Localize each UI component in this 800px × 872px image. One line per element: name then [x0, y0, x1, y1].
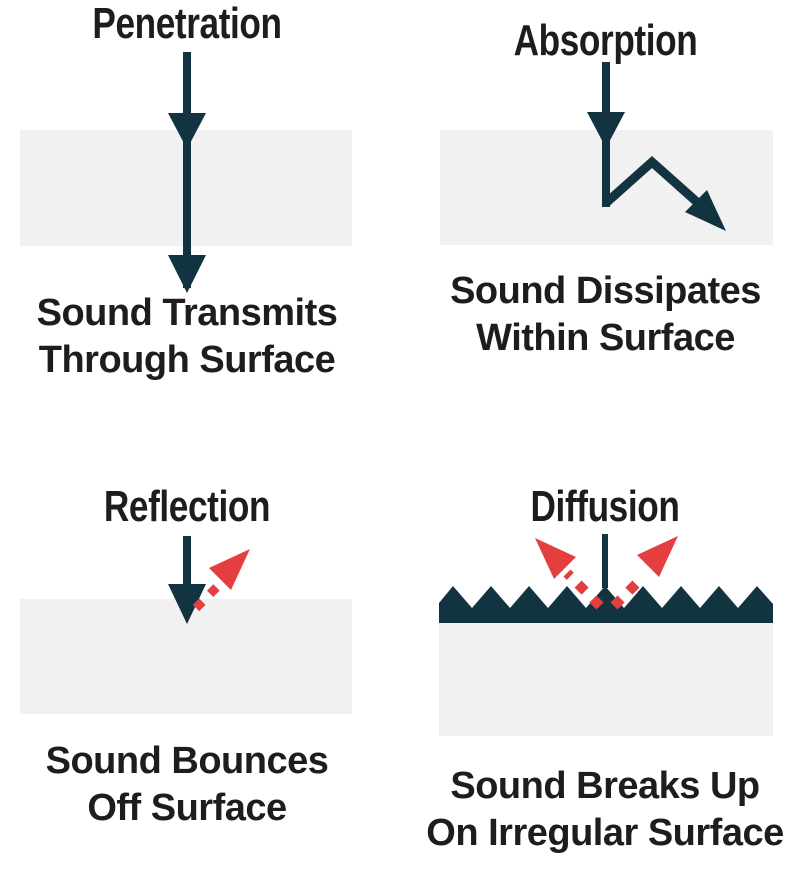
scatter-arrowhead-right [637, 536, 678, 577]
panel-title-penetration: Penetration [92, 0, 282, 48]
arrowhead-entering-surface [168, 113, 206, 149]
arrows-scattering-on-jagged-surface-icon [439, 534, 773, 736]
panel-caption-reflection: Sound Bounces Off Surface [0, 738, 374, 832]
panel-absorption: Absorption Sound Dissipates Within Surfa… [420, 0, 791, 436]
arrow-bouncing-off-surface-icon [20, 536, 352, 714]
arrow-bending-inside-surface-icon [440, 62, 773, 245]
caption-line: Through Surface [38, 339, 336, 381]
sound-arrow-shaft [183, 52, 191, 288]
caption-line: Sound Bounces [45, 740, 329, 782]
panel-reflection: Reflection Sound Bounces Off Surface [0, 436, 374, 872]
incident-sound-line [602, 534, 608, 588]
panel-caption-diffusion: Sound Breaks Up On Irregular Surface [410, 763, 800, 857]
surface-slab [439, 623, 773, 736]
scatter-arrowhead-left [535, 538, 576, 579]
caption-line: Sound Transmits [36, 292, 338, 334]
panel-diffusion: Diffusion Sound Breaks Up On Irregular S… [410, 436, 800, 872]
caption-line: Sound Dissipates [450, 270, 761, 312]
scatter-arrow-right-dashes [610, 573, 647, 610]
arrowhead-entering-surface [587, 112, 625, 148]
dissipating-arrowhead [685, 190, 726, 231]
caption-line: Off Surface [87, 787, 287, 829]
caption-line: Within Surface [476, 317, 735, 359]
reflected-arrowhead [209, 549, 250, 590]
reflected-arrow-dashes [192, 574, 230, 612]
scatter-arrow-left-dashes [563, 569, 604, 610]
dissipating-arrow-zigzag [603, 155, 701, 207]
panel-caption-penetration: Sound Transmits Through Surface [0, 290, 374, 384]
panel-penetration: Penetration Sound Transmits Through Surf… [0, 0, 374, 436]
arrowhead-exiting-surface [168, 255, 206, 293]
jagged-surface [439, 586, 773, 623]
incident-arrow-shaft [183, 536, 191, 588]
panel-title-reflection: Reflection [103, 482, 271, 531]
panel-title-absorption: Absorption [513, 16, 698, 65]
panel-title-diffusion: Diffusion [530, 482, 680, 531]
panel-caption-absorption: Sound Dissipates Within Surface [420, 268, 791, 362]
arrow-passing-through-surface-icon [20, 52, 352, 293]
incident-arrowhead [168, 584, 206, 624]
caption-line: On Irregular Surface [426, 812, 784, 854]
caption-line: Sound Breaks Up [450, 765, 760, 807]
